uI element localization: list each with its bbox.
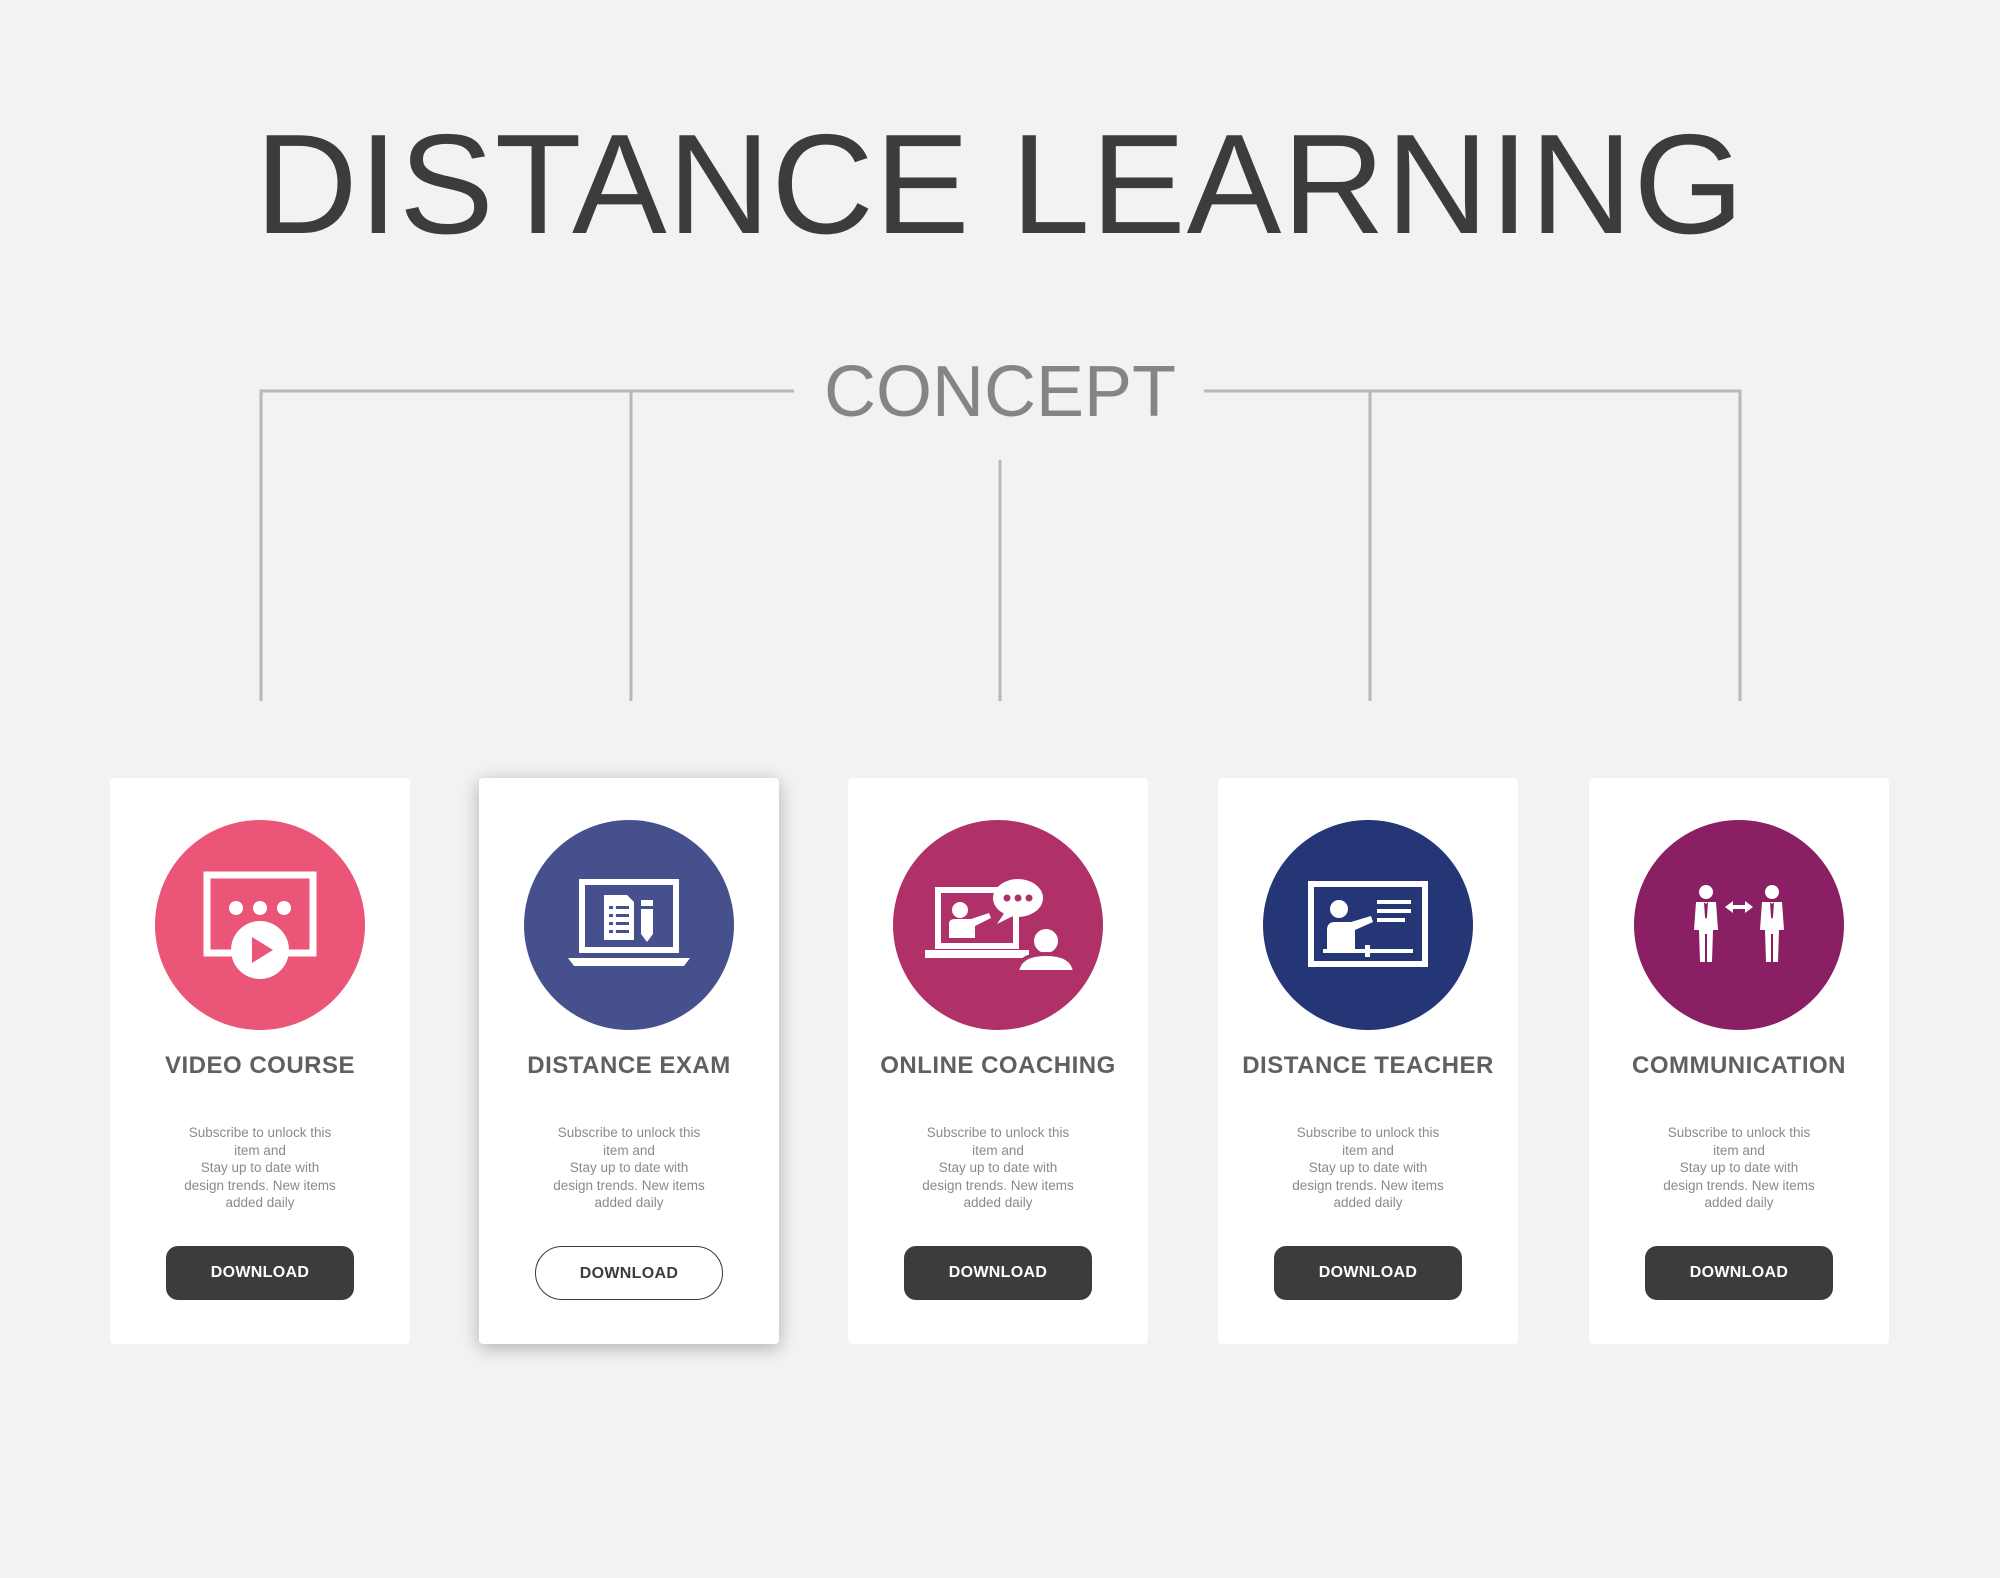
- card-description: Subscribe to unlock this item and Stay u…: [922, 1125, 1074, 1210]
- card-title: DISTANCE TEACHER: [1242, 1052, 1494, 1079]
- icon-circle: [155, 820, 365, 1030]
- connector-right-top: [1204, 389, 1742, 701]
- page-subtitle: CONCEPT: [823, 352, 1177, 432]
- card-description: Subscribe to unlock this item and Stay u…: [184, 1125, 336, 1210]
- card-distance-teacher: DISTANCE TEACHER Subscribe to unlock thi…: [1218, 778, 1518, 1344]
- download-button[interactable]: DOWNLOAD: [1645, 1246, 1833, 1300]
- card-title: COMMUNICATION: [1631, 1052, 1847, 1079]
- card-online-coaching: ONLINE COACHING Subscribe to unlock this…: [848, 778, 1148, 1344]
- download-button[interactable]: DOWNLOAD: [1274, 1246, 1462, 1300]
- download-button[interactable]: DOWNLOAD: [166, 1246, 354, 1300]
- connector-left-top: [259, 389, 794, 701]
- teacher-screen-icon: [1308, 881, 1428, 967]
- card-description: Subscribe to unlock this item and Stay u…: [553, 1125, 705, 1210]
- download-button[interactable]: DOWNLOAD: [904, 1246, 1092, 1300]
- icon-circle: [893, 820, 1103, 1030]
- video-player-icon: [203, 871, 317, 979]
- card-description: Subscribe to unlock this item and Stay u…: [1292, 1125, 1444, 1210]
- card-video-course: VIDEO COURSE Subscribe to unlock this it…: [110, 778, 410, 1344]
- card-title: VIDEO COURSE: [164, 1052, 356, 1079]
- page-title: DISTANCE LEARNING: [255, 105, 1745, 264]
- people-communication-icon: [1694, 885, 1784, 962]
- card-communication: COMMUNICATION Subscribe to unlock this i…: [1589, 778, 1889, 1344]
- icon-circle: [1634, 820, 1844, 1030]
- icon-circle: [524, 820, 734, 1030]
- card-description: Subscribe to unlock this item and Stay u…: [1663, 1125, 1815, 1210]
- online-coaching-icon: [925, 879, 1078, 974]
- download-button[interactable]: DOWNLOAD: [535, 1246, 723, 1300]
- card-title: ONLINE COACHING: [880, 1052, 1116, 1079]
- icon-circle: [1263, 820, 1473, 1030]
- laptop-exam-icon: [568, 879, 690, 966]
- card-distance-exam: DISTANCE EXAM Subscribe to unlock this i…: [479, 778, 779, 1344]
- card-title: DISTANCE EXAM: [527, 1052, 731, 1079]
